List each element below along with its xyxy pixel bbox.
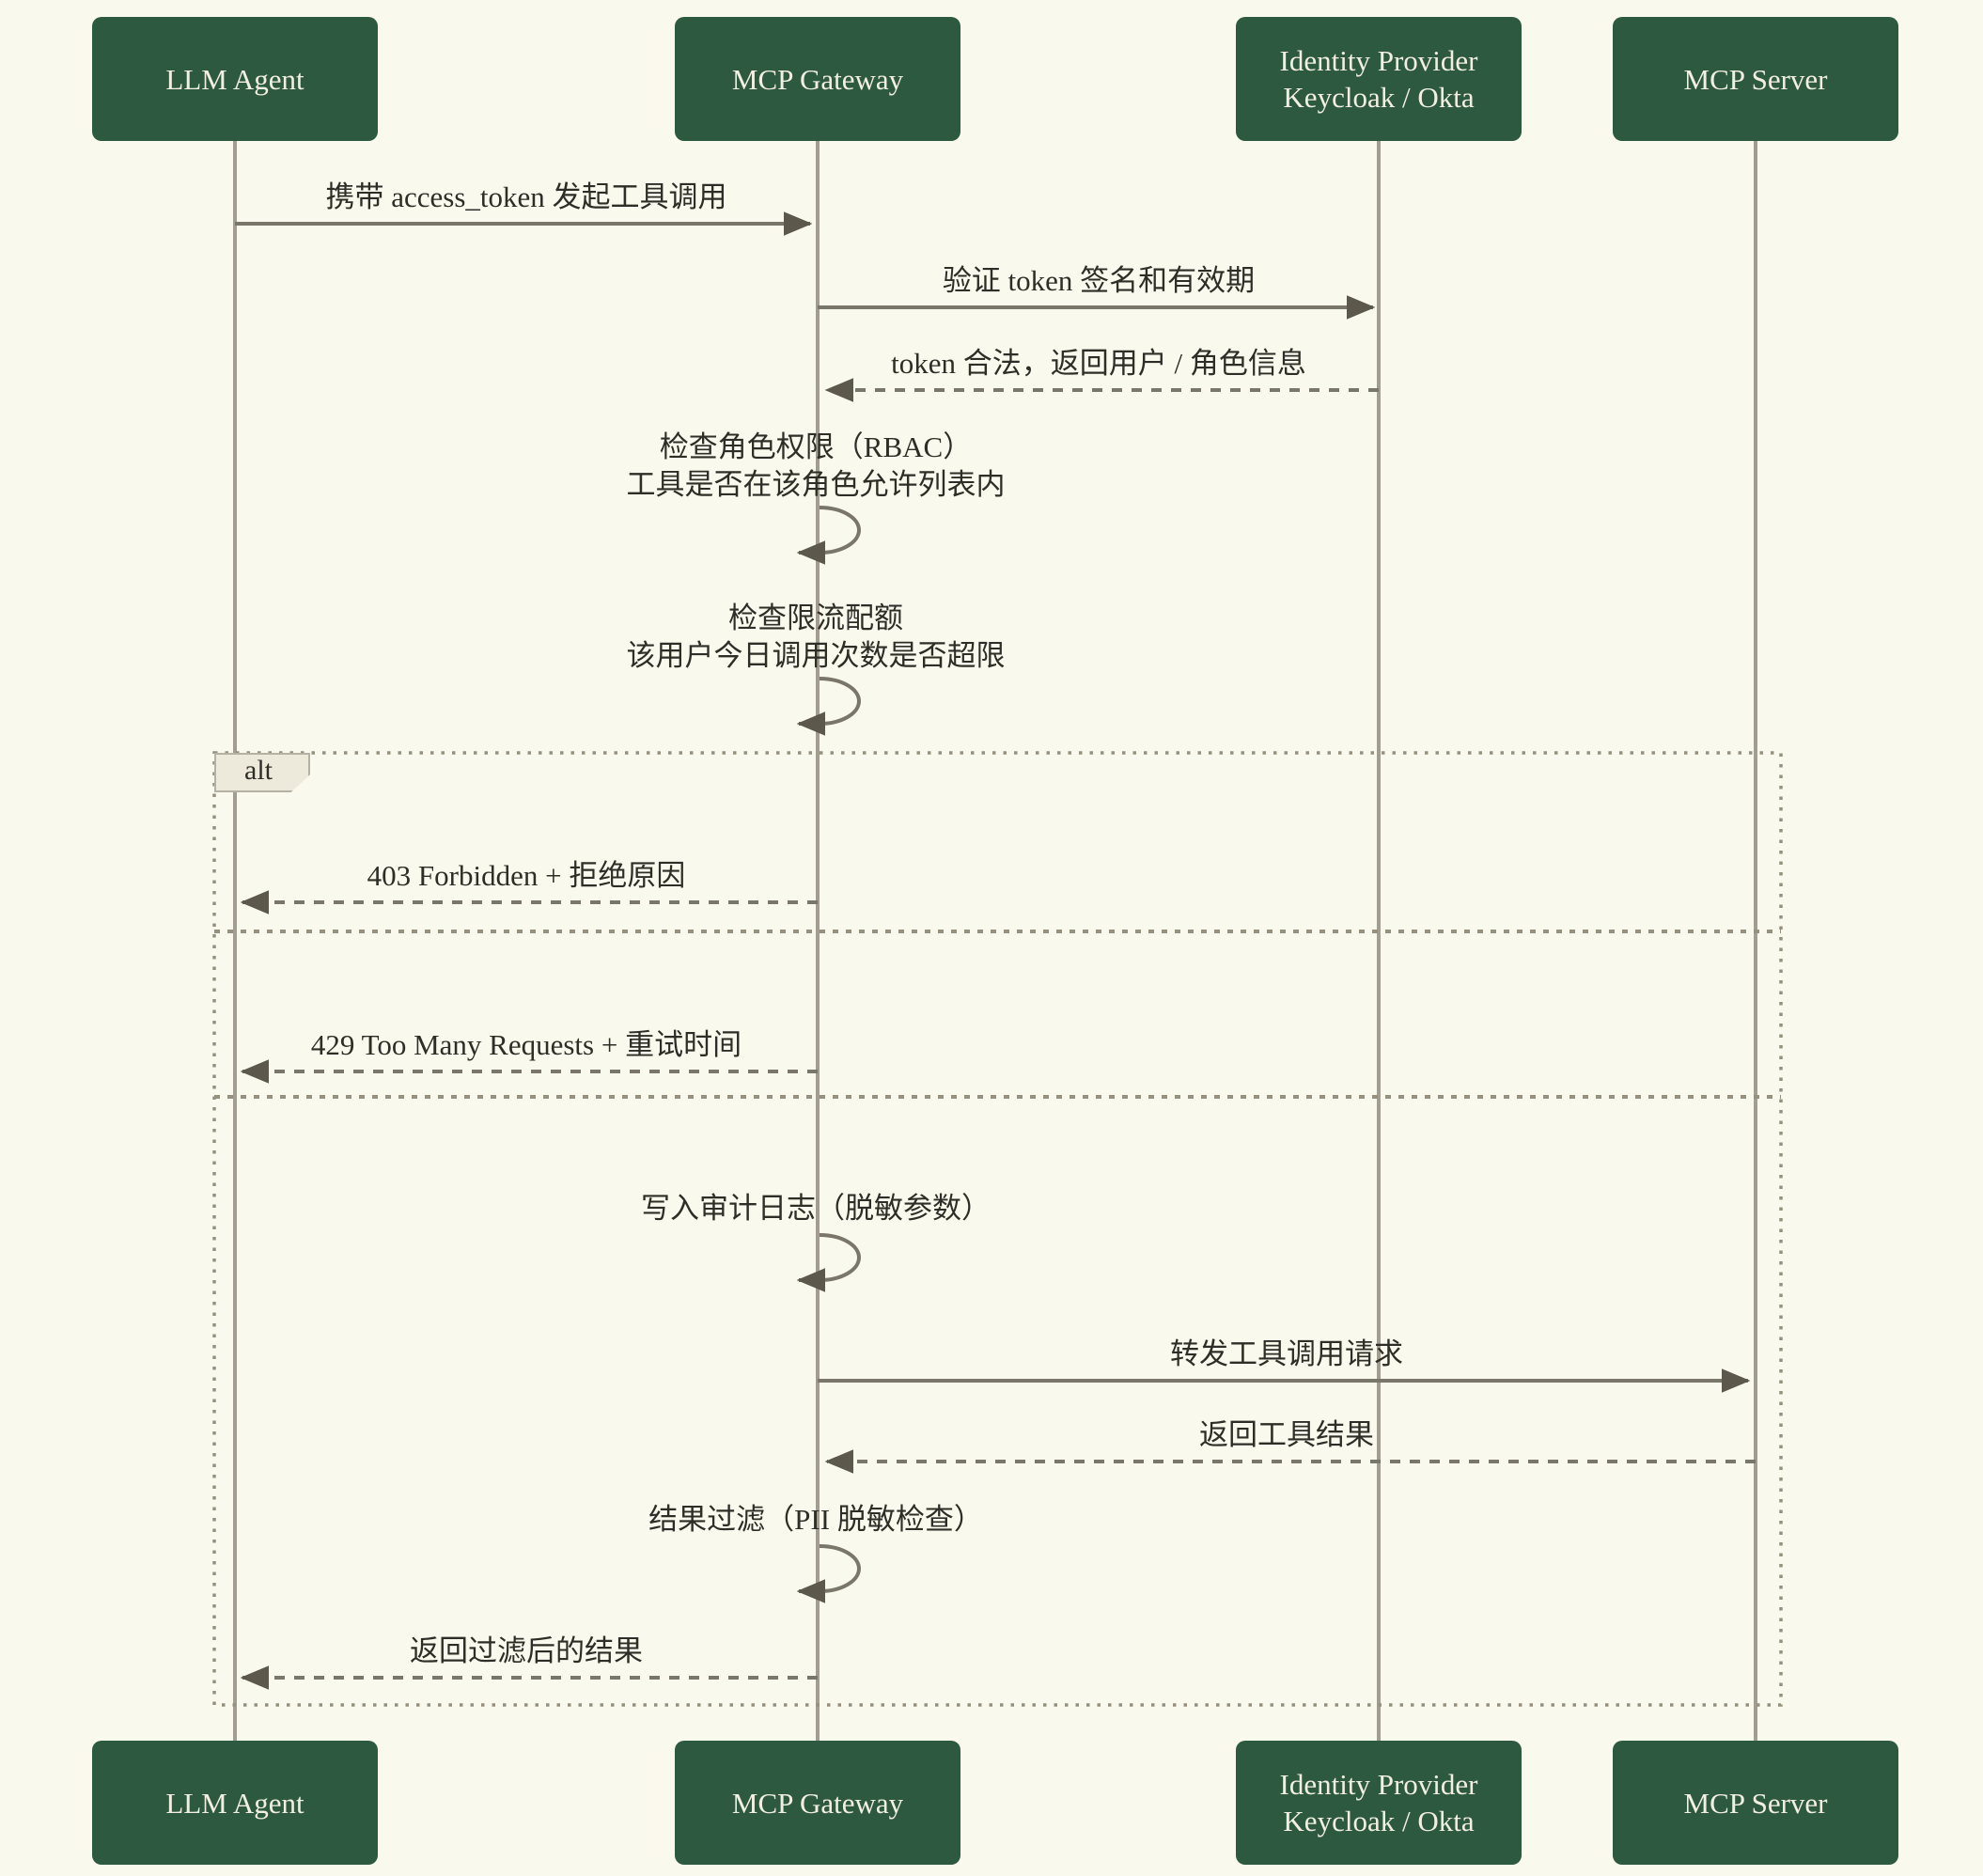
message-label-403-forbidden: 403 Forbidden + 拒绝原因	[367, 859, 686, 892]
participant-identity-provider-bottom: Identity Provider Keycloak / Okta	[1236, 1741, 1522, 1865]
participant-mcp-server-top: MCP Server	[1613, 17, 1898, 141]
participant-label: Keycloak / Okta	[1283, 81, 1475, 114]
participant-label: LLM Agent	[165, 1786, 304, 1820]
participant-label: LLM Agent	[165, 62, 304, 96]
participant-label: MCP Server	[1683, 1786, 1828, 1820]
participant-llm-agent-bottom: LLM Agent	[92, 1741, 378, 1865]
message-label-pii-filter: 结果过滤（PII 脱敏检查）	[648, 1503, 983, 1536]
message-line: 检查限流配额	[728, 602, 903, 634]
participant-label: Identity Provider	[1279, 1768, 1478, 1801]
participant-mcp-gateway-bottom: MCP Gateway	[675, 1741, 960, 1865]
participant-label: MCP Server	[1683, 62, 1828, 96]
alt-fragment-label: alt	[214, 753, 310, 792]
participant-label: Identity Provider	[1279, 44, 1478, 77]
participant-mcp-server-bottom: MCP Server	[1613, 1741, 1898, 1865]
lifelines	[233, 141, 1757, 1741]
message-label-rate-limit: 检查限流配额 该用户今日调用次数是否超限	[627, 600, 1006, 675]
participant-label: MCP Gateway	[731, 62, 904, 96]
alt-label-text: alt	[244, 755, 273, 786]
message-label-token-valid: token 合法，返回用户 / 角色信息	[891, 347, 1306, 380]
message-line: 该用户今日调用次数是否超限	[626, 639, 1006, 672]
message-label-429-too-many: 429 Too Many Requests + 重试时间	[310, 1028, 742, 1061]
message-label-forward-request: 转发工具调用请求	[1170, 1337, 1403, 1370]
participant-identity-provider-top: Identity Provider Keycloak / Okta	[1236, 17, 1522, 141]
message-label-filtered-result: 返回过滤后的结果	[410, 1634, 643, 1667]
message-line: 检查角色权限（RBAC）	[659, 430, 973, 463]
participant-llm-agent-top: LLM Agent	[92, 17, 378, 141]
message-label-tool-call: 携带 access_token 发起工具调用	[325, 180, 727, 213]
message-label-return-result: 返回工具结果	[1199, 1418, 1374, 1451]
message-line: 工具是否在该角色允许列表内	[626, 468, 1006, 501]
selfloop-rate-limit	[796, 677, 861, 736]
message-label-rbac-check: 检查角色权限（RBAC） 工具是否在该角色允许列表内	[627, 429, 1006, 504]
participant-mcp-gateway-top: MCP Gateway	[675, 17, 960, 141]
selfloop-pii-filter	[796, 1544, 861, 1603]
participant-label: Keycloak / Okta	[1283, 1805, 1475, 1837]
selfloop-rbac-check	[796, 506, 861, 565]
participant-label: MCP Gateway	[731, 1786, 904, 1820]
message-label-verify-token: 验证 token 签名和有效期	[942, 264, 1256, 297]
message-label-audit-log: 写入审计日志（脱敏参数）	[641, 1192, 991, 1225]
selfloop-audit-log	[796, 1233, 861, 1292]
alt-frame	[212, 751, 1783, 1707]
